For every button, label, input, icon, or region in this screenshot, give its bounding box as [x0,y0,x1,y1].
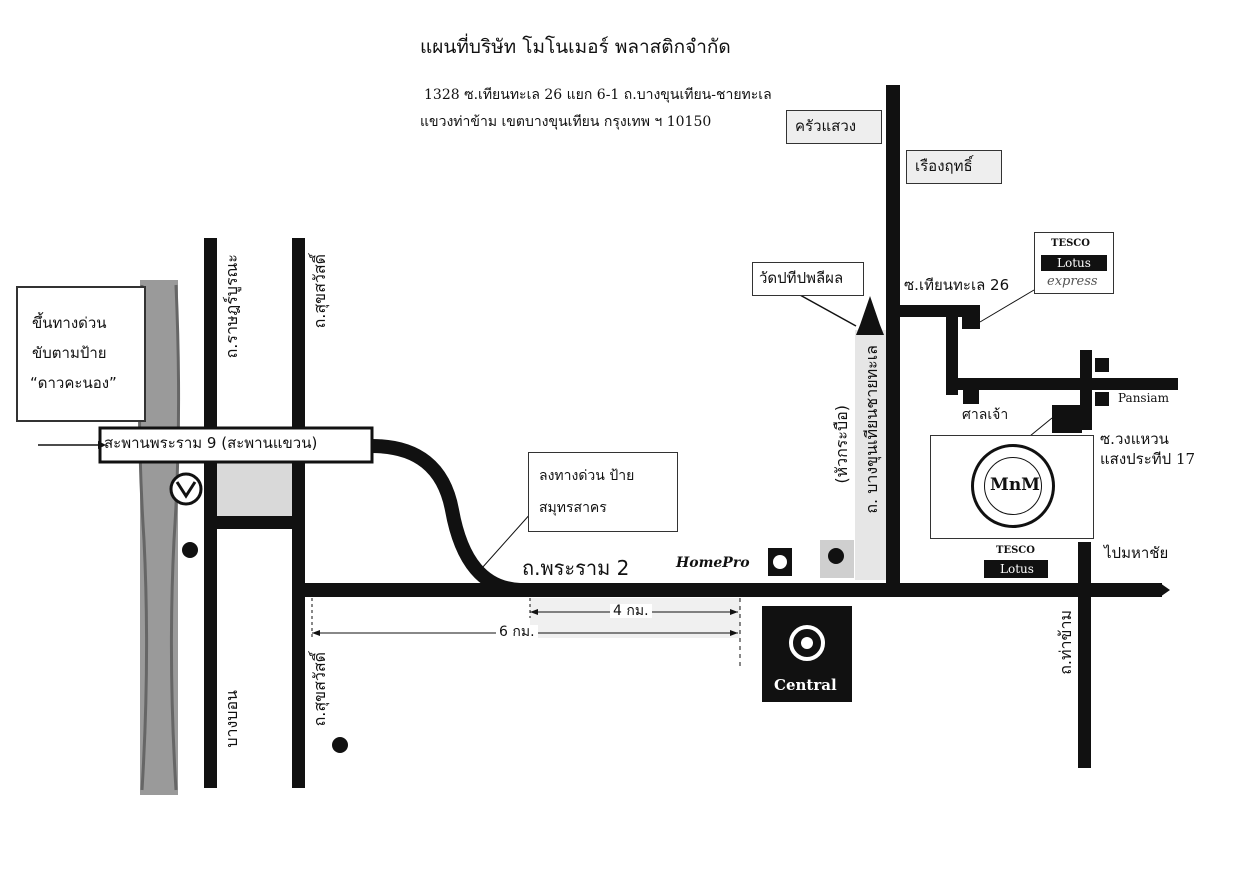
central-logo-star [789,625,825,661]
expressway-line-2: ขับตามป้าย [32,344,107,362]
suan-thonburi-label: ถ.สุขสวัสดิ์ [310,652,329,727]
page-title: แผนที่บริษัท โมโนเมอร์ พลาสติกจำกัด [420,36,731,58]
road-ratburana [204,238,217,788]
wat-icon [856,296,884,335]
road-thakham [1078,542,1091,768]
tesco1-bot: express [1047,274,1098,289]
khrua-laeng-box: ครัวแสวง [786,110,882,144]
suksawat-label: ถ.สุขสวัสดิ์ [310,254,329,329]
san-chao-label: ศาลเจ้า [962,407,1009,423]
tesco1-bar: Lotus [1041,255,1107,271]
exit-pointer [481,511,533,569]
gas-icon-2 [332,737,348,753]
mnm-logo-inner [984,457,1042,515]
road-soi26-down [946,305,958,395]
tesco2-bar: Lotus [984,560,1048,578]
dist-4-arrow-r [730,609,738,615]
gas-icon-3 [828,548,844,564]
road-soi-wong [1080,350,1092,430]
building-4 [1095,392,1109,406]
bangbon-label: บางบอน [222,690,241,748]
address-line-2: แขวงท่าข้าม เขตบางขุนเทียน กรุงเทพ ฯ 101… [420,114,712,130]
tesco1-mid: Lotus [1057,256,1091,270]
bridge-label: สะพานพระราม 9 (สะพานแขวน) [104,434,318,452]
tesco-pointer [979,289,1035,323]
tesco1-top: TESCO [1051,238,1090,249]
road-suksawat [292,238,305,788]
tesco2-top: TESCO [996,545,1035,556]
expressway-box: ขึ้นทางด่วน ขับตามป้าย “ดาวคะนอง” [16,286,146,422]
mnm-logo-text: MnM [990,475,1040,495]
dist-6-arrow-l [312,630,320,636]
soi-wong-label: ซ.วงแหวน [1100,430,1169,448]
pansiam-label: Pansiam [1118,391,1169,405]
mnm-box: MnM [930,435,1094,539]
building-1 [962,313,980,329]
gas-icon-1 [182,542,198,558]
wat-box: วัดปทีปพลีผล [752,262,864,296]
bangkhuntien-sub-label: (หัวกระบือ) [832,405,851,484]
expressway-line-3: “ดาวคะนอง” [30,374,117,392]
soi26-label: ซ.เทียนทะเล 26 [904,276,1010,294]
mnm-logo-ring: MnM [971,444,1055,528]
expressway-line-1: ขึ้นทางด่วน [32,314,107,332]
rama2-arrow [1160,583,1170,597]
bridge-arrowhead [98,441,106,449]
expressway-icon-mark [175,481,197,499]
address-line-1: 1328 ซ.เทียนทะเล 26 แยก 6-1 ถ.บางขุนเทีย… [424,87,772,103]
mnm-pointer [1029,417,1053,437]
river-edge-2 [169,284,181,791]
distance-6km: 6 กม. [496,625,538,639]
thakham-label: ถ.ท่าข้าม [1056,610,1075,675]
land-block-3 [855,330,890,580]
road-soi-east [946,378,1178,390]
homepro-logo: HomePro [676,555,750,571]
to-mahachai-label: ไปมหาชัย [1104,544,1169,562]
bangkhuntien-label: ถ. บางขุนเทียนชายทะเล [862,345,881,514]
dist-4-arrow-l [530,609,538,615]
distance-4km: 4 กม. [610,604,652,618]
building-mnm [1052,405,1082,433]
road-connector [204,516,305,529]
central-label: Central [774,676,837,694]
gas-icon-4-inner [773,555,787,569]
building-2 [963,382,979,404]
road-rama2 [300,583,1162,597]
exit-line-1: ลงทางด่วน ป้าย [539,468,635,484]
road-ramp [371,439,521,597]
central-logo [762,606,852,702]
dist-6-arrow-r [730,630,738,636]
exit-line-2: สมุทรสาคร [539,500,607,516]
road-bangkhuntien [886,85,900,585]
road-soi26 [900,305,980,317]
bridge [98,426,374,464]
tesco-express-logo: TESCO Lotus express [1034,232,1114,294]
wat-label: วัดปทีปพลีผล [759,269,844,287]
rueang-rit-label: เรืองฤทธิ์ [915,157,973,175]
khrua-laeng-label: ครัวแสวง [795,117,857,135]
rama2-label: ถ.พระราม 2 [522,556,630,580]
ratburana-label: ถ.ราษฎร์บูรณะ [222,254,241,359]
rueang-rit-box: เรืองฤทธิ์ [906,150,1002,184]
central-logo-core [801,637,813,649]
tesco2-mid: Lotus [1000,562,1034,576]
expressway-icon [169,472,203,506]
tesco-lotus-logo: TESCO Lotus [982,546,1050,580]
wat-pointer [799,294,857,327]
soi-wong-label-2: แสงประทีป 17 [1100,450,1196,468]
exit-box: ลงทางด่วน ป้าย สมุทรสาคร [528,452,678,532]
building-3 [1095,358,1109,372]
